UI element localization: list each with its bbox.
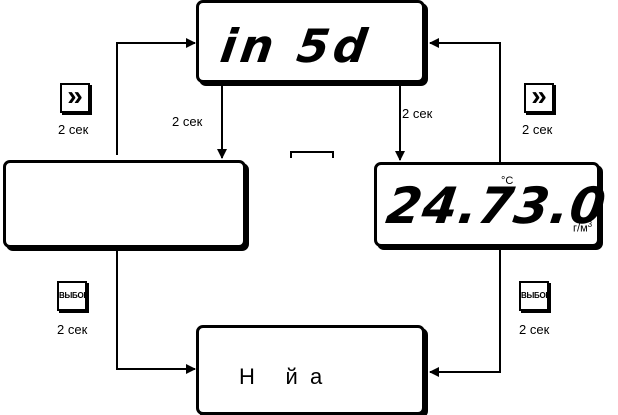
right-down-transition-label: 2 сек: [402, 106, 433, 121]
top-display: in 5d: [196, 0, 425, 83]
arrow-left-to-top: [116, 38, 196, 155]
bottom-display-text: Н й а: [239, 364, 323, 389]
right-display: 24.73.0 °C г/м3: [374, 162, 610, 247]
right-select-button-label: ВЫБОР: [521, 291, 551, 300]
left-forward-button[interactable]: »: [60, 80, 90, 113]
right-forward-button[interactable]: »: [524, 80, 554, 113]
humidity-unit: г/м3: [573, 220, 592, 235]
left-forward-button-time: 2 сек: [58, 122, 89, 137]
left-select-button-time: 2 сек: [57, 322, 88, 337]
humidity-unit-exp: 3: [587, 220, 593, 229]
arrow-right-to-top: [429, 38, 501, 162]
right-forward-button-time: 2 сек: [522, 122, 553, 137]
double-chevron-right-icon: »: [531, 80, 547, 111]
temp-unit: °C: [501, 175, 514, 187]
left-select-button-label: ВЫБОР: [59, 291, 89, 300]
top-display-text: in 5d: [217, 19, 375, 73]
right-select-button-time: 2 сек: [519, 322, 550, 337]
double-chevron-right-icon: »: [67, 80, 83, 111]
left-down-transition-label: 2 сек: [172, 114, 203, 129]
arrow-left-to-bottom: [116, 250, 196, 374]
fragment-box: [290, 151, 334, 158]
left-display: [3, 160, 246, 248]
right-select-button[interactable]: ВЫБОР: [519, 281, 551, 311]
humidity-unit-text: г/м: [573, 222, 588, 235]
left-select-button[interactable]: ВЫБОР: [57, 281, 89, 311]
arrow-right-to-bottom: [429, 250, 501, 377]
bottom-display: Н й а: [196, 325, 425, 415]
